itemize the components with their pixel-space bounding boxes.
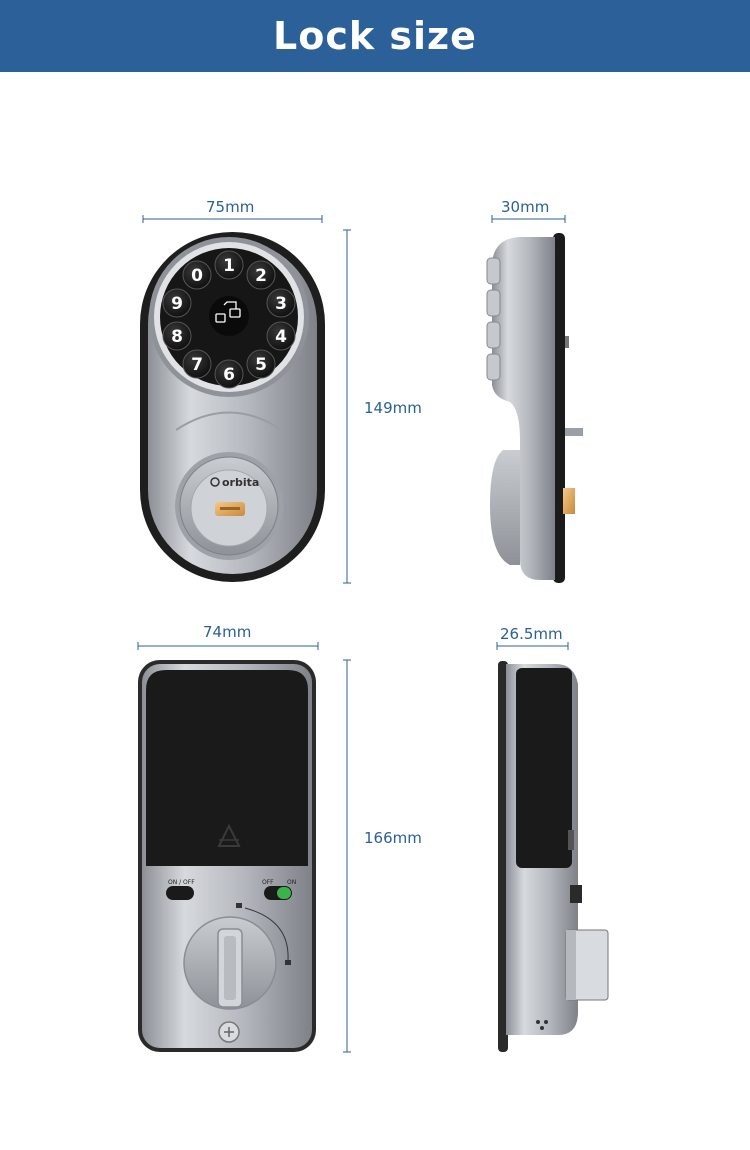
back-view: ON / OFF OFF ON xyxy=(138,660,316,1052)
key-7: 7 xyxy=(191,355,203,375)
key-9: 9 xyxy=(171,294,183,314)
key-2: 2 xyxy=(255,266,267,286)
key-6: 6 xyxy=(223,365,235,385)
switch-right-off: OFF xyxy=(262,879,274,886)
page-title: Lock size xyxy=(273,14,477,58)
front-width-label: 75mm xyxy=(206,198,255,216)
key-3: 3 xyxy=(275,294,287,314)
title-banner xyxy=(0,0,750,72)
dimension-lines xyxy=(137,215,569,1053)
key-1: 1 xyxy=(223,256,235,276)
key-8: 8 xyxy=(171,327,183,347)
key-0: 0 xyxy=(191,266,203,286)
switch-left-label: ON / OFF xyxy=(168,879,195,886)
key-4: 4 xyxy=(275,327,287,347)
keypad-buttons: 1 2 3 4 5 6 7 8 9 0 xyxy=(162,250,296,389)
key-5: 5 xyxy=(255,355,267,375)
front-height-label: 149mm xyxy=(364,399,422,417)
back-side-view xyxy=(498,661,609,1052)
front-view: 1 2 3 4 5 6 7 8 9 0 orbita xyxy=(140,232,325,582)
back-side-depth-label: 26.5mm xyxy=(500,625,563,643)
back-width-label: 74mm xyxy=(203,623,252,641)
side-view xyxy=(486,233,583,583)
brand-logo: orbita xyxy=(222,476,259,489)
back-height-label: 166mm xyxy=(364,829,422,847)
switch-right-on: ON xyxy=(287,879,296,886)
side-depth-label: 30mm xyxy=(501,198,550,216)
